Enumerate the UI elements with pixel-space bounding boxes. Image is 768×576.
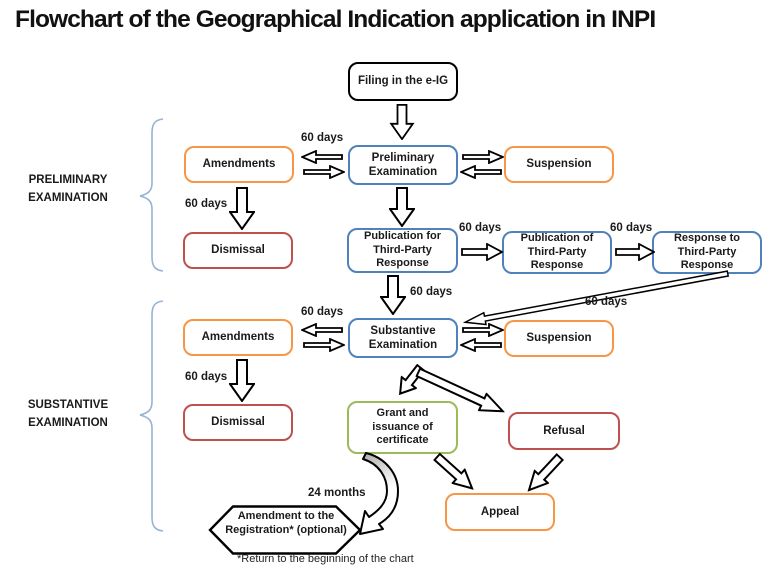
node-response-to-third-party-response: Response to Third-Party Response (652, 231, 762, 274)
arrow-publication-for-to-publication-of (461, 243, 503, 261)
label-60days-amendments1: 60 days (301, 132, 344, 144)
node-filing-label: Filing in the e-IG (357, 75, 449, 88)
arrow-preliminary-to-publication (389, 187, 415, 227)
brace-substantive (139, 300, 164, 532)
node-amendments-1-label: Amendments (202, 158, 276, 171)
footnote: *Return to the beginning of the chart (237, 553, 414, 565)
arrow-preliminary-to-suspension1 (462, 150, 504, 164)
phase-label-substantive: SUBSTANTIVE EXAMINATION (27, 399, 109, 429)
arrow-suspension2-to-substantive (460, 338, 502, 352)
node-dismissal-1-label: Dismissal (211, 244, 265, 257)
node-publication-of-label: Publication of Third-Party Response (520, 231, 594, 272)
node-publication-for-third-party-response: Publication for Third-Party Response (347, 228, 458, 273)
node-dismissal-2-label: Dismissal (211, 416, 265, 429)
arrow-amendments2-to-substantive (303, 338, 345, 352)
node-dismissal-1: Dismissal (183, 232, 293, 269)
node-amendments-2-label: Amendments (201, 331, 275, 344)
label-60days-publication1: 60 days (459, 222, 502, 234)
arrow-grant-to-appeal (433, 452, 474, 490)
node-response-to-label: Response to Third-Party Response (673, 231, 740, 272)
label-60days-publication2: 60 days (610, 222, 653, 234)
label-60days-dismissal2: 60 days (185, 371, 228, 383)
node-amendments-2: Amendments (183, 319, 293, 356)
node-filing: Filing in the e-IG (348, 62, 458, 101)
node-substantive-examination-label: Substantive Examination (368, 324, 438, 351)
node-dismissal-2: Dismissal (183, 404, 293, 441)
node-appeal: Appeal (445, 493, 555, 531)
arrow-publication-to-substantive (380, 275, 406, 315)
node-publication-for-label: Publication for Third-Party Response (364, 229, 441, 270)
node-refusal-label: Refusal (543, 424, 585, 437)
arrow-suspension1-to-preliminary (460, 165, 502, 179)
arrow-amendments1-to-preliminary (303, 165, 345, 179)
arrow-amendments2-to-dismissal2 (229, 359, 255, 402)
node-grant-and-issuance: Grant and issuance of certificate (347, 401, 458, 454)
node-suspension-1-label: Suspension (526, 158, 592, 171)
arrow-substantive-to-refusal (415, 367, 506, 413)
node-suspension-1: Suspension (504, 146, 614, 183)
brace-preliminary (139, 118, 164, 272)
node-refusal: Refusal (508, 412, 620, 450)
label-24months: 24 months (308, 487, 366, 499)
label-60days-amendments2: 60 days (301, 306, 344, 318)
arrow-preliminary-to-amendments1 (301, 150, 343, 164)
node-preliminary-examination-label: Preliminary Examination (368, 151, 438, 178)
node-appeal-label: Appeal (480, 505, 520, 518)
node-substantive-examination: Substantive Examination (348, 318, 458, 358)
node-grant-label: Grant and issuance of certificate (372, 406, 433, 447)
label-60days-response-diagonal: 60 days (585, 296, 628, 308)
node-suspension-2: Suspension (504, 320, 614, 357)
arrow-grant-to-amendment-registration (359, 452, 399, 535)
node-amendments-1: Amendments (184, 146, 294, 183)
arrow-amendments1-to-dismissal1 (229, 187, 255, 230)
phase-label-preliminary: PRELIMINARY EXAMINATION (28, 174, 108, 204)
node-preliminary-examination: Preliminary Examination (348, 145, 458, 185)
page-title: Flowchart of the Geographical Indication… (15, 6, 656, 33)
arrow-publication-of-to-response (615, 243, 655, 261)
arrow-filing-to-preliminary (389, 104, 415, 140)
arrow-substantive-to-suspension2 (462, 323, 504, 337)
arrow-refusal-to-appeal (527, 453, 565, 492)
label-60days-substantive: 60 days (410, 286, 453, 298)
node-suspension-2-label: Suspension (526, 332, 592, 345)
node-amendment-registration-label: Amendment to the Registration* (optional… (225, 510, 347, 537)
label-60days-dismissal1: 60 days (185, 198, 228, 210)
arrow-response-to-substantive (462, 270, 730, 326)
node-amendment-registration-shape (208, 505, 362, 555)
node-publication-of-third-party-response: Publication of Third-Party Response (502, 231, 612, 274)
arrow-substantive-to-amendments2 (301, 323, 343, 337)
